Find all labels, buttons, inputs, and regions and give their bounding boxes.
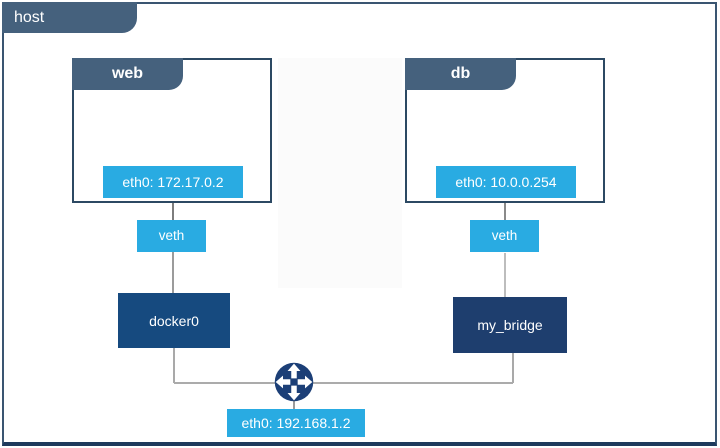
- connector-router-to-chip: [293, 401, 295, 410]
- bridge-label: my_bridge: [477, 317, 543, 333]
- veth-chip-db: veth: [470, 220, 539, 252]
- host-interface-chip: eth0: 192.168.1.2: [227, 409, 365, 437]
- bridge-label: docker0: [149, 312, 199, 329]
- container-tab-db: db: [405, 58, 516, 90]
- container-name: db: [450, 65, 471, 82]
- connector-my-bridge-to-bus: [512, 353, 514, 383]
- connector-veth-to-my-bridge: [504, 253, 506, 297]
- container-web: web eth0: 172.17.0.2: [72, 58, 272, 203]
- connector-db-to-veth: [504, 203, 506, 220]
- crossed-arrows-router-icon: [274, 362, 314, 402]
- veth-chip-web: veth: [137, 220, 206, 252]
- connector-web-to-veth: [172, 203, 174, 220]
- connector-docker0-to-bus: [173, 348, 175, 383]
- bridge-node-my-bridge: my_bridge: [453, 297, 567, 353]
- watermark-artifact: [278, 58, 402, 288]
- bus-line: [174, 382, 513, 384]
- host-tab: host: [2, 2, 137, 33]
- bridge-node-docker0: docker0: [118, 293, 230, 348]
- db-interface-chip: eth0: 10.0.0.254: [436, 166, 576, 198]
- container-name: web: [111, 65, 144, 82]
- web-interface-chip: eth0: 172.17.0.2: [103, 166, 243, 198]
- host-label: host: [14, 9, 45, 26]
- container-db: db eth0: 10.0.0.254: [405, 58, 605, 203]
- connector-veth-to-docker0: [172, 252, 174, 293]
- container-tab-web: web: [72, 58, 183, 90]
